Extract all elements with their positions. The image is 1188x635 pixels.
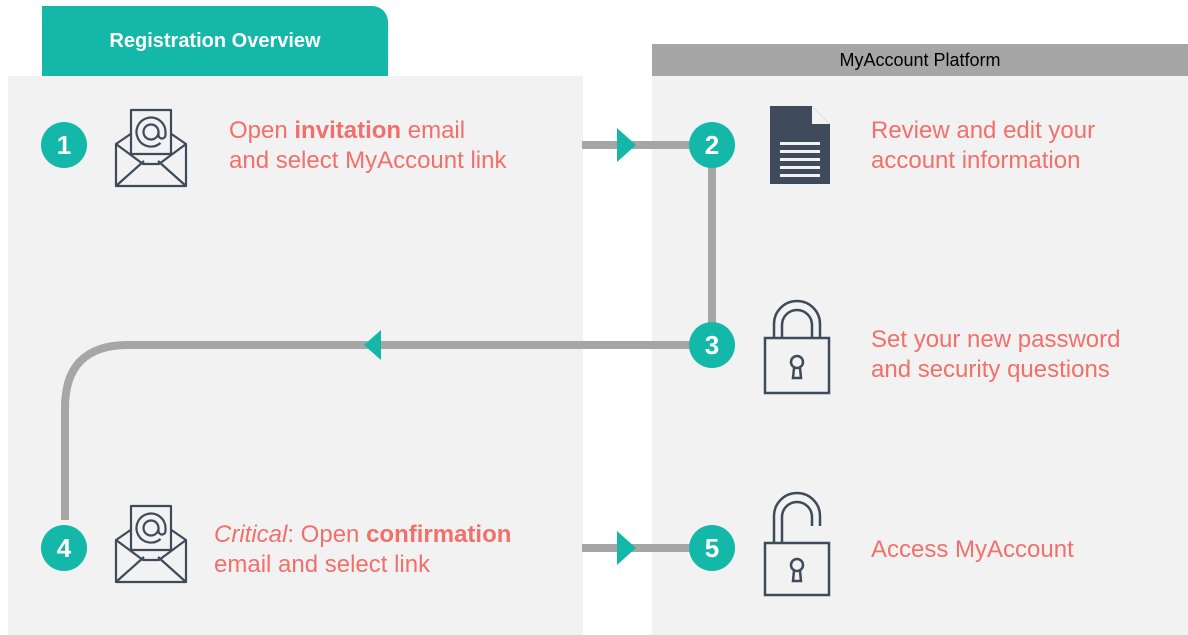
arrow-head-3-4 — [364, 330, 381, 360]
step-1-text-pre: Open — [229, 117, 295, 144]
step-4-text-pre: : Open — [287, 521, 367, 548]
closed-padlock-icon — [763, 299, 831, 395]
envelope-at-icon — [114, 504, 188, 584]
step-1-text-line2: and select MyAccount link — [229, 147, 507, 174]
step-2-text-line2: account information — [871, 147, 1081, 174]
step-4-text-bold: confirmation — [366, 521, 512, 548]
registration-panel — [8, 76, 583, 635]
step-5-badge: 5 — [689, 525, 735, 571]
step-1-badge: 1 — [41, 122, 87, 168]
platform-header: MyAccount Platform — [652, 44, 1188, 76]
arrow-head-4-5 — [617, 531, 636, 565]
step-4-text: Critical: Open confirmation email and se… — [214, 520, 511, 580]
step-1-text-bold: invitation — [294, 117, 402, 144]
arrow-head-1-2 — [617, 128, 636, 162]
step-1-text-post: email — [401, 117, 466, 144]
document-icon — [770, 106, 830, 184]
step-3-badge: 3 — [689, 322, 735, 368]
registration-overview-tab: Registration Overview — [42, 6, 388, 76]
step-4-text-italic: Critical — [214, 521, 288, 548]
step-5-text: Access MyAccount — [871, 535, 1074, 565]
platform-panel — [652, 76, 1188, 635]
step-2-badge: 2 — [689, 122, 735, 168]
step-4-badge: 4 — [41, 525, 87, 571]
connector-3-4 — [61, 341, 695, 520]
step-1-text: Open invitation email and select MyAccou… — [229, 116, 506, 176]
step-5-text-line1: Access MyAccount — [871, 536, 1074, 563]
step-3-text: Set your new password and security quest… — [871, 325, 1120, 385]
step-3-text-line2: and security questions — [871, 356, 1110, 383]
envelope-at-icon — [114, 108, 188, 188]
step-2-text: Review and edit your account information — [871, 116, 1095, 176]
step-3-text-line1: Set your new password — [871, 326, 1121, 353]
open-padlock-icon — [763, 491, 831, 597]
step-4-text-line2: email and select link — [214, 551, 431, 578]
step-2-text-line1: Review and edit your — [871, 117, 1096, 144]
